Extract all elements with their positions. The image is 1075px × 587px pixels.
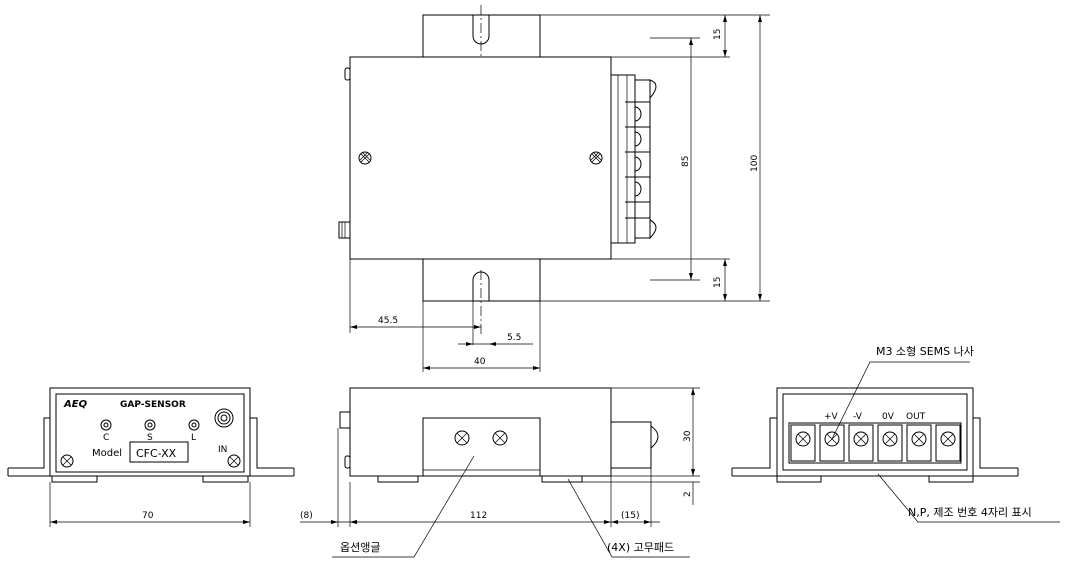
front-body: [49, 387, 251, 477]
brand-logo: AEQ: [63, 399, 88, 410]
knob-c-label: C: [103, 433, 109, 443]
rear-bracket-left: [732, 417, 778, 469]
knob-l-label: L: [191, 433, 196, 443]
model-label: Model: [92, 448, 122, 459]
terminal-zero-v: 0V: [882, 412, 895, 422]
dim-front-70: 70: [142, 511, 154, 521]
front-panel: [55, 393, 245, 473]
terminal-plus-v: +V: [824, 412, 839, 422]
dim-5-5: 5.5: [507, 333, 521, 343]
rear-terminals: [790, 424, 961, 462]
callout-m3-screw: M3 소형 SEMS 나사: [876, 345, 974, 358]
dim-top-15: 15: [713, 29, 723, 40]
front-bracket-left: [8, 417, 52, 469]
top-view: 15 85 15 100 45.5 5.5 40: [338, 5, 770, 372]
side-foot-2: [541, 475, 583, 483]
rear-foot-left: [776, 475, 822, 483]
callout-rubber-pad: (4X) 고무패드: [607, 541, 674, 554]
dim-bottom-15: 15: [713, 277, 723, 288]
front-screw-left: [60, 454, 74, 468]
top-terminal-cover: [634, 79, 651, 239]
dim-40: 40: [474, 357, 486, 367]
in-connector-icon: [214, 408, 234, 428]
top-screw-left: [358, 151, 372, 165]
nameplate-leader: [877, 473, 1060, 523]
knob-s-label: S: [147, 433, 153, 443]
side-terminal: [610, 421, 652, 469]
front-bracket-right: [249, 417, 294, 469]
callout-option-angle: 옵션앵글: [340, 541, 380, 554]
side-terminal-dome: [650, 425, 659, 450]
side-option-angle: [422, 417, 541, 477]
dim-height-100: 100: [750, 155, 760, 172]
dim-side-2: 2: [683, 491, 693, 497]
terminal-dome-bottom: [649, 219, 657, 240]
front-foot-right: [202, 475, 249, 483]
dim-side-8: (8): [300, 511, 313, 521]
top-bump-1: [344, 67, 351, 81]
model-box: [129, 441, 189, 463]
knob-s: [144, 419, 156, 431]
dim-height-85: 85: [681, 156, 691, 167]
dim-45-5: 45.5: [378, 316, 398, 326]
rear-terminal-strip: [788, 422, 962, 464]
side-screw-2: [492, 430, 508, 446]
top-bracket-lower: [422, 258, 541, 302]
rubber-pad-leader: [567, 478, 690, 558]
option-angle-leader: [332, 455, 475, 558]
rear-panel: [782, 393, 968, 471]
front-foot-left: [51, 475, 98, 483]
panel-title: GAP-SENSOR: [120, 400, 186, 410]
rear-view: +V -V 0V OUT M3 소형 SEMS 나사 N,P, 제조 번호 4자…: [731, 345, 1060, 523]
m3-screw-leader: [831, 361, 970, 440]
front-screw-right: [227, 454, 241, 468]
callout-nameplate: N,P, 제조 번호 4자리 표시: [908, 506, 1032, 519]
rear-terminal-screws: [795, 431, 956, 447]
knob-l: [188, 419, 200, 431]
side-body: [349, 387, 612, 477]
dim-side-112: 112: [470, 511, 487, 521]
terminal-out: OUT: [906, 412, 926, 422]
dim-side-30: 30: [683, 430, 693, 442]
dim-side-15: (15): [621, 511, 639, 521]
rear-bracket-right: [972, 417, 1018, 469]
front-view: AEQ GAP-SENSOR C S L IN Model CFC-XX: [7, 387, 295, 527]
knob-c: [100, 419, 112, 431]
model-value: CFC-XX: [136, 447, 177, 460]
top-screw-right: [589, 151, 603, 165]
terminal-minus-v: -V: [853, 412, 863, 422]
top-body: [349, 56, 612, 260]
side-screw-1: [454, 430, 470, 446]
in-label: IN: [218, 445, 227, 455]
terminal-dome-top: [649, 79, 657, 100]
side-foot-1: [377, 475, 419, 483]
top-side-tab: [338, 221, 351, 239]
top-bracket-upper: [422, 14, 541, 58]
rear-foot-right: [928, 475, 974, 483]
side-left-tab: [339, 411, 351, 429]
side-view: 30 2 (8) 112 (15) 옵션앵글 (4X) 고무패드: [300, 387, 700, 558]
